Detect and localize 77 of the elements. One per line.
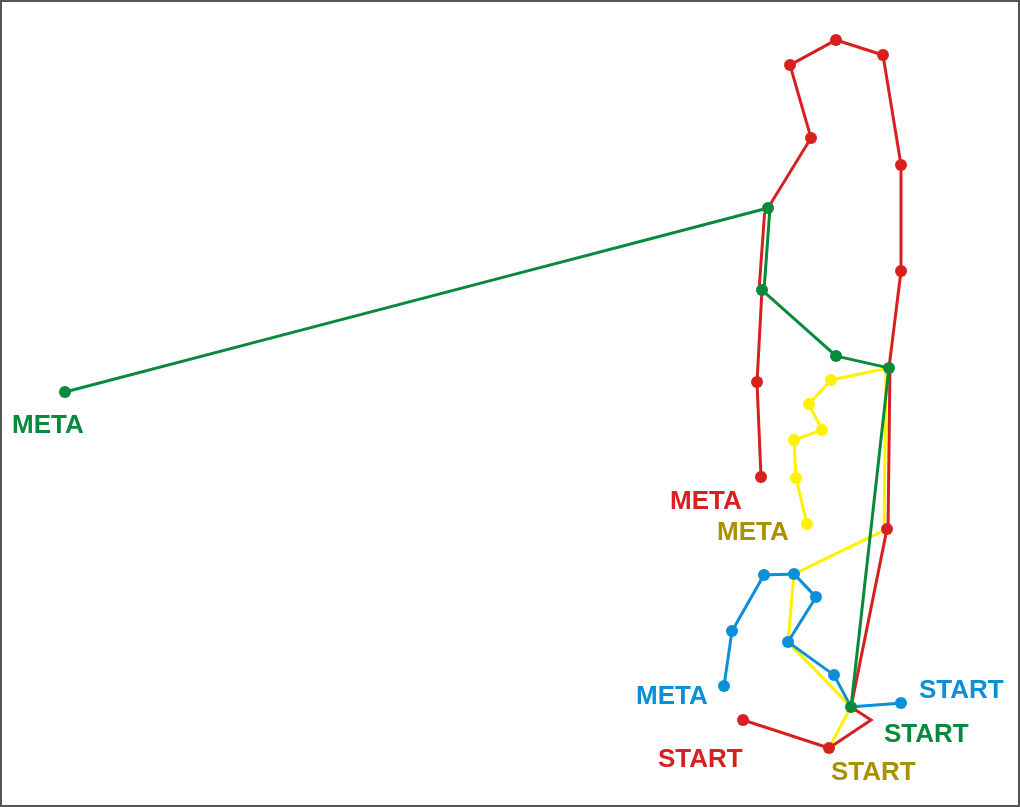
route-line: [811, 382, 829, 402]
waypoint-dot: [816, 424, 828, 436]
route-end-label: META: [670, 487, 742, 513]
waypoint-dot: [810, 591, 822, 603]
route-line: [795, 482, 808, 520]
waypoint-dot: [895, 159, 907, 171]
route-line: [855, 701, 897, 709]
waypoint-dot: [895, 265, 907, 277]
route-end-label: START: [831, 758, 916, 784]
waypoint-dot: [803, 398, 815, 410]
waypoint-dot: [790, 472, 802, 484]
route-line: [757, 212, 767, 286]
route-line: [882, 372, 888, 525]
route-line: [888, 275, 902, 364]
waypoint-dot: [805, 132, 817, 144]
route-line: [793, 41, 833, 64]
route-line: [789, 600, 815, 639]
waypoint-dot: [881, 523, 893, 535]
route-line: [834, 678, 851, 704]
route-line: [790, 644, 849, 705]
waypoint-dot: [762, 202, 774, 214]
waypoint-dot: [751, 376, 763, 388]
route-line: [747, 720, 825, 748]
route-line: [733, 578, 763, 628]
waypoint-dot: [726, 625, 738, 637]
waypoint-dot: [830, 34, 842, 46]
waypoint-dot: [784, 59, 796, 71]
route-line: [796, 576, 814, 595]
waypoint-dot: [895, 697, 907, 709]
route-line: [832, 708, 874, 747]
route-line: [792, 444, 798, 474]
waypoint-dot: [59, 386, 71, 398]
waypoint-dot: [883, 362, 895, 374]
route-line: [850, 372, 890, 703]
route-line: [768, 572, 790, 577]
route-end-label: META: [636, 682, 708, 708]
route-end-label: META: [717, 518, 789, 544]
route-end-label: START: [919, 676, 1004, 702]
route-end-label: META: [12, 411, 84, 437]
route-line: [764, 292, 834, 354]
route-line: [840, 355, 885, 369]
route-line: [755, 386, 763, 473]
waypoint-dot: [755, 471, 767, 483]
route-end-label: START: [884, 720, 969, 746]
waypoint-dot: [756, 284, 768, 296]
route-line: [850, 533, 888, 703]
route-line: [830, 710, 850, 745]
route-end-label: START: [658, 745, 743, 771]
waypoint-dot: [825, 374, 837, 386]
waypoint-dot: [801, 518, 813, 530]
route-line: [769, 141, 810, 205]
route-line: [762, 212, 772, 286]
waypoint-dot: [737, 714, 749, 726]
waypoint-dot: [830, 350, 842, 362]
route-line: [786, 578, 796, 638]
route-line: [886, 372, 892, 525]
waypoint-dot: [718, 680, 730, 692]
route-line: [755, 294, 764, 378]
route-line: [791, 643, 831, 674]
route-line: [798, 430, 818, 440]
waypoint-dot: [782, 636, 794, 648]
route-line: [882, 59, 902, 161]
route-line: [899, 170, 903, 266]
waypoint-dot: [823, 742, 835, 754]
waypoint-dot: [877, 49, 889, 61]
route-line: [69, 207, 764, 393]
waypoint-dot: [828, 669, 840, 681]
waypoint-dot: [788, 434, 800, 446]
route-line: [723, 635, 733, 682]
waypoint-dot: [845, 701, 857, 713]
waypoint-dot: [758, 569, 770, 581]
route-line: [809, 407, 822, 427]
route-line: [789, 69, 812, 134]
route-line: [797, 529, 884, 574]
route-line: [835, 367, 885, 381]
waypoint-dot: [788, 568, 800, 580]
route-line: [840, 40, 879, 55]
